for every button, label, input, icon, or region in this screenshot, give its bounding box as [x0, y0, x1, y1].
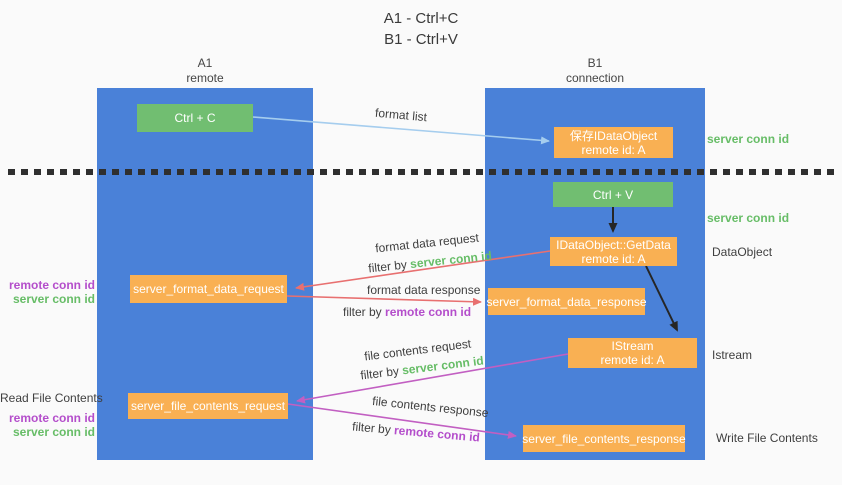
arrow-file-contents-response: [287, 403, 517, 439]
label-filter-format-response: filter by remote conn id: [343, 305, 471, 319]
label-write-file-contents: Write File Contents: [716, 431, 818, 445]
node-idataobject-getdata-line2: remote id: A: [581, 251, 646, 266]
node-server-format-data-request-label: server_format_data_request: [133, 282, 284, 296]
diagram-title: A1 - Ctrl+C B1 - Ctrl+V: [0, 8, 842, 50]
label-read-file-contents: Read File Contents: [0, 391, 103, 405]
node-ctrl-v: Ctrl + V: [553, 182, 673, 207]
node-idataobject-getdata: IDataObject::GetData remote id: A: [550, 237, 677, 266]
node-istream-line1: IStream: [611, 339, 654, 353]
node-istream-line2: remote id: A: [600, 353, 665, 367]
label-server-conn-id-mid-right: server conn id: [707, 211, 790, 225]
arrow-getdata-to-istream: [645, 265, 678, 332]
node-ctrl-v-label: Ctrl + V: [592, 187, 634, 202]
column-header-a1: A1 remote: [97, 56, 313, 86]
node-ctrl-c-label: Ctrl + C: [174, 111, 216, 125]
column-b1-id: B1: [587, 56, 603, 70]
column-a1-subtitle: remote: [186, 71, 224, 85]
filter-prefix: filter by: [343, 305, 382, 319]
label-server-conn-id-top-left: server conn id: [12, 292, 95, 306]
filter-key-remote-conn-id: remote conn id: [385, 305, 472, 319]
node-server-file-contents-request-label: server_file_contents_request: [130, 399, 286, 413]
node-save-idataobject-line2: remote id: A: [581, 142, 646, 157]
label-istream-right: Istream: [712, 348, 753, 362]
label-server-conn-id-top-right: server conn id: [707, 132, 790, 146]
node-server-format-data-response: server_format_data_response: [486, 288, 647, 315]
column-b1-subtitle: connection: [565, 71, 625, 85]
node-idataobject-getdata-line1: IDataObject::GetData: [556, 237, 671, 252]
node-server-format-data-response-label: server_format_data_response: [486, 294, 647, 309]
node-server-file-contents-response-label: server_file_contents_response: [522, 431, 686, 446]
node-save-idataobject-line1: 保存IDataObject: [569, 128, 658, 143]
label-server-conn-id-bottom-left: server conn id: [12, 425, 95, 439]
label-remote-conn-id-bottom-left: remote conn id: [8, 411, 95, 425]
column-a1-id: A1: [197, 56, 213, 70]
node-server-format-data-request: server_format_data_request: [130, 275, 287, 303]
arrow-file-contents-request: [296, 353, 569, 404]
node-save-idataobject: 保存IDataObject remote id: A: [554, 127, 673, 158]
node-server-file-contents-request: server_file_contents_request: [128, 393, 288, 419]
node-ctrl-c: Ctrl + C: [137, 104, 253, 132]
title-line-2: B1 - Ctrl+V: [384, 31, 458, 48]
label-dataobject: DataObject: [712, 245, 773, 259]
title-line-1: A1 - Ctrl+C: [383, 10, 459, 27]
arrow-format-data-request: [295, 250, 551, 291]
label-remote-conn-id-top-left: remote conn id: [8, 278, 95, 292]
node-server-file-contents-response: server_file_contents_response: [522, 425, 686, 452]
arrow-format-data-response: [286, 295, 482, 306]
label-format-data-response: format data response: [367, 283, 481, 297]
arrow-format-list: [252, 116, 550, 145]
node-istream: IStream remote id: A: [568, 338, 697, 368]
dashed-divider: [8, 169, 836, 175]
column-header-b1: B1 connection: [485, 56, 705, 86]
